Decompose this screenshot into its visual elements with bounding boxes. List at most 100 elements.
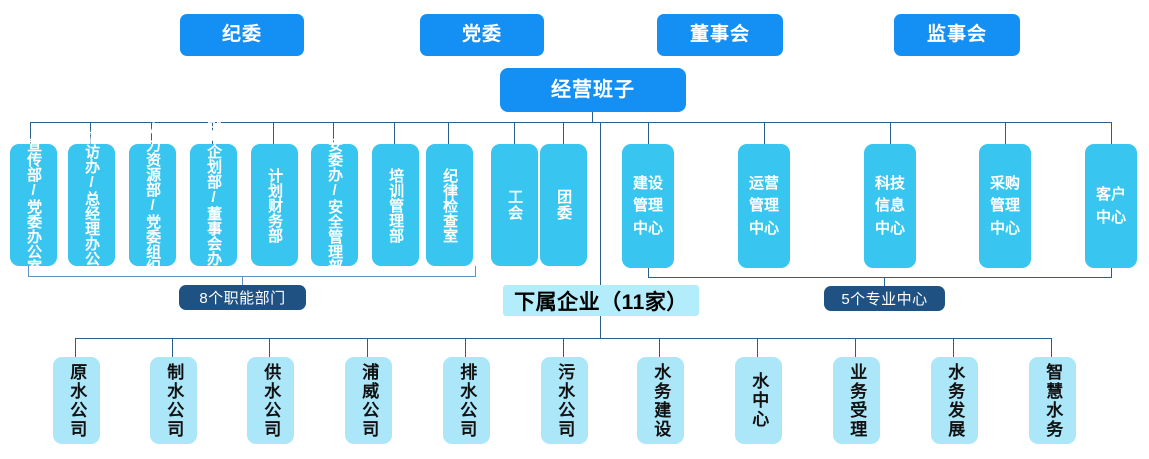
department-line2: 人力资源部/ [144, 121, 162, 214]
center-box-operations[interactable]: 运营 管理 中心 [738, 144, 790, 268]
center-box-customer[interactable]: 客户 中心 [1085, 144, 1137, 268]
center-line-1: 客户 [1095, 186, 1126, 204]
center-line-1: 运营 [748, 175, 779, 193]
connector-drop-company-8 [757, 338, 759, 357]
center-box-technology[interactable]: 科技 信息 中心 [864, 144, 916, 268]
departments-caption-pill[interactable]: 8个职能部门 [179, 285, 306, 310]
connector-drop-center-5 [1111, 122, 1113, 144]
centers-caption-label: 5个专业中心 [841, 291, 928, 308]
department-line1: 党委组织部 [144, 213, 162, 289]
center-line-2: 管理 [748, 197, 779, 215]
governance-box-jianshihui[interactable]: 监事会 [894, 14, 1020, 56]
department-vertical-text: 党委组织部 人力资源部/ [144, 122, 161, 289]
department-box-1[interactable]: 党委办公室 宣传部/ [10, 137, 57, 274]
connector-drop-company-4 [367, 338, 369, 357]
company-box-5[interactable]: 排水公司 [443, 357, 490, 444]
company-label: 智慧水务 [1043, 362, 1063, 439]
department-line2: 信访办/ [83, 129, 101, 191]
governance-box-dangwei[interactable]: 党委 [420, 14, 544, 56]
department-vertical-text: 培训管理部 [387, 144, 404, 266]
company-label: 原水公司 [67, 362, 87, 439]
center-box-procurement[interactable]: 采购 管理 中心 [979, 144, 1031, 268]
department-line2: 安委办/ [326, 136, 344, 199]
department-box-5[interactable]: 计划财务部 [251, 144, 298, 266]
department-box-8[interactable]: 纪律检查室 [426, 144, 473, 266]
connector-drop-company-5 [465, 338, 467, 357]
department-vertical-text: 计划财务部 [266, 144, 283, 266]
department-box-union[interactable]: 工会 [491, 144, 538, 266]
company-label: 水中心 [749, 372, 769, 429]
company-box-9[interactable]: 业务受理 [833, 357, 880, 444]
department-line1: 安全管理部 [326, 198, 344, 274]
connector-drop-dept-1 [30, 122, 32, 144]
department-line1: 董事会办公室 [205, 206, 223, 296]
connector-drop-company-10 [953, 338, 955, 357]
governance-box-dongshihui[interactable]: 董事会 [657, 14, 783, 56]
connector-drop-company-11 [1051, 338, 1053, 357]
company-box-8[interactable]: 水中心 [735, 357, 782, 444]
governance-label: 董事会 [689, 24, 750, 46]
governance-label: 党委 [461, 24, 502, 46]
company-label: 水务发展 [945, 362, 965, 439]
company-box-6[interactable]: 污水公司 [541, 357, 588, 444]
connector-drop-company-2 [172, 338, 174, 357]
center-line-2: 信息 [874, 197, 905, 215]
department-box-2[interactable]: 总经理办公室 信访办/ [68, 129, 115, 281]
department-line1: 党委办公室 [25, 198, 43, 274]
bracket-departments-left-riser [28, 266, 30, 276]
department-line1: 总经理办公室 [83, 191, 101, 281]
bracket-centers-stem [884, 277, 886, 286]
connector-drop-center-1 [648, 122, 650, 144]
company-box-7[interactable]: 水务建设 [637, 357, 684, 444]
department-box-6[interactable]: 安全管理部 安委办/ [311, 137, 358, 274]
department-vertical-text: 总经理办公室 信访办/ [83, 129, 100, 281]
governance-label: 监事会 [926, 24, 987, 46]
company-box-10[interactable]: 水务发展 [931, 357, 978, 444]
department-vertical-text: 安全管理部 安委办/ [326, 137, 343, 274]
company-label: 浦威公司 [359, 362, 379, 439]
centers-caption-pill[interactable]: 5个专业中心 [824, 286, 945, 311]
department-line2: 宣传部/ [25, 136, 43, 199]
connector-drop-company-6 [563, 338, 565, 357]
league-label: 团委 [555, 189, 573, 221]
center-line-1: 科技 [874, 175, 905, 193]
department-vertical-text: 党委办公室 宣传部/ [25, 137, 42, 274]
connector-drop-center-3 [890, 122, 892, 144]
department-line2: 战略企划部/ [205, 114, 223, 206]
connector-drop-dept-6 [333, 122, 335, 144]
connector-drop-dept-4 [212, 122, 214, 144]
center-line-2: 管理 [632, 197, 663, 215]
connector-drop-dept-5 [273, 122, 275, 144]
company-box-4[interactable]: 浦威公司 [345, 357, 392, 444]
center-line-2: 管理 [989, 197, 1020, 215]
company-box-2[interactable]: 制水公司 [150, 357, 197, 444]
department-line1: 计划财务部 [266, 167, 284, 243]
company-label: 排水公司 [457, 362, 477, 439]
department-box-league[interactable]: 团委 [540, 144, 587, 266]
bracket-centers-right-riser [1111, 268, 1113, 277]
bracket-centers-horizontal [648, 277, 1112, 279]
bracket-centers-left-riser [648, 268, 650, 277]
connector-drop-dept-7 [394, 122, 396, 144]
company-box-11[interactable]: 智慧水务 [1029, 357, 1076, 444]
company-box-3[interactable]: 供水公司 [247, 357, 294, 444]
connector-drop-dept-3 [151, 122, 153, 144]
department-box-3[interactable]: 党委组织部 人力资源部/ [129, 122, 176, 289]
connector-drop-dept-8 [448, 122, 450, 144]
center-line-3: 中心 [989, 219, 1020, 237]
department-box-7[interactable]: 培训管理部 [372, 144, 419, 266]
company-box-1[interactable]: 原水公司 [53, 357, 100, 444]
subsidiaries-caption-label: 下属企业（11家） [514, 290, 688, 314]
center-line-1: 采购 [989, 175, 1020, 193]
department-vertical-text: 董事会办公室 战略企划部/ [205, 114, 222, 296]
department-line1: 培训管理部 [387, 167, 405, 243]
governance-box-jiwei[interactable]: 纪委 [180, 14, 304, 56]
connector-drop-company-7 [659, 338, 661, 357]
department-box-4[interactable]: 董事会办公室 战略企划部/ [190, 114, 237, 296]
center-line-3: 中心 [632, 219, 663, 237]
management-team-box[interactable]: 经营班子 [500, 68, 686, 112]
subsidiaries-caption-pill[interactable]: 下属企业（11家） [503, 285, 699, 316]
connector-drop-company-9 [855, 338, 857, 357]
center-box-construction[interactable]: 建设 管理 中心 [622, 144, 674, 268]
